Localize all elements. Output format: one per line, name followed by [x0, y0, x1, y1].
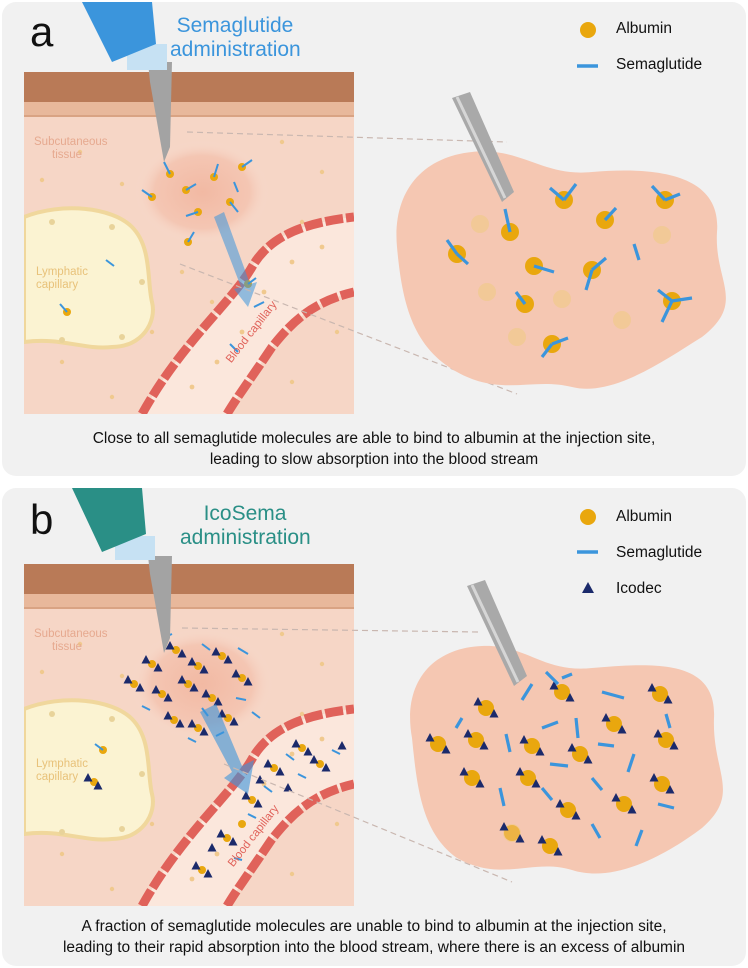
zoomed-needle-b — [467, 580, 527, 686]
zoomed-molecules-a — [445, 183, 693, 358]
zoomed-molecules-b — [425, 670, 679, 856]
panel-letter-b: b — [30, 496, 54, 543]
lymphatic-label-a-line2: capillary — [36, 279, 79, 291]
molecules-depot-a — [141, 159, 253, 246]
panel-a: a Semaglutide administration Albumin Sem… — [2, 2, 746, 476]
lymphatic-capillary — [24, 206, 155, 350]
zoomed-depot-b — [410, 645, 723, 874]
panel-letter-a: a — [30, 8, 54, 55]
skin-layer — [24, 72, 354, 102]
injection-depot — [134, 140, 270, 244]
lymphatic-label-b-line1: Lymphatic — [36, 758, 88, 770]
caption-a-line1: Close to all semaglutide molecules are a… — [92, 430, 656, 447]
subcutaneous-label-a-line1: Subcutaneous — [34, 136, 108, 148]
molecules-depot-b — [123, 633, 261, 743]
absorption-arrow — [214, 212, 257, 307]
legend-label: Albumin — [616, 20, 672, 37]
icodec-triangle-icon — [582, 582, 594, 593]
fat-cells — [29, 139, 345, 400]
admin-label-b: IcoSema administration — [180, 502, 311, 550]
skin-layer — [24, 564, 354, 594]
subcutaneous-label-b-line1: Subcutaneous — [34, 628, 108, 640]
dermis-layer — [24, 594, 354, 608]
legend-label: Icodec — [616, 580, 662, 597]
subcutaneous-label-a: Subcutaneous tissue — [34, 136, 108, 162]
legend-label: Albumin — [616, 508, 672, 525]
legend-label: Semaglutide — [616, 56, 703, 73]
admin-label-a-line1: Semaglutide — [176, 14, 294, 37]
legend-label: Semaglutide — [616, 544, 703, 561]
subcutaneous-label-b-line2: tissue — [52, 641, 83, 653]
caption-b-line2: leading to their rapid absorption into t… — [62, 939, 686, 956]
caption-b: A fraction of semaglutide molecules are … — [2, 916, 746, 958]
lymphatic-label-b-line2: capillary — [36, 771, 79, 783]
caption-a: Close to all semaglutide molecules are a… — [2, 428, 746, 470]
injection-needle — [82, 2, 172, 162]
caption-b-line1: A fraction of semaglutide molecules are … — [81, 918, 667, 935]
zoomed-depot-a — [396, 151, 726, 389]
molecules-blood-b — [191, 739, 347, 878]
albumin-dot-icon — [580, 509, 596, 525]
admin-label-a: Semaglutide administration — [170, 14, 301, 62]
albumin-dot-icon — [580, 22, 596, 38]
zoom-lines — [181, 627, 513, 883]
panel-b: b IcoSema administration Albumin Semaglu… — [2, 488, 746, 966]
injection-depot — [130, 628, 274, 740]
lymphatic-label-a: Lymphatic capillary — [36, 266, 88, 292]
subcutaneous-label-b: Subcutaneous tissue — [34, 628, 108, 654]
admin-label-a-line2: administration — [170, 38, 301, 61]
dermis-layer — [24, 102, 354, 116]
panel-b-illustration — [24, 488, 723, 906]
lymphatic-label-a-line1: Lymphatic — [36, 266, 88, 278]
blood-capillary — [138, 212, 354, 414]
lymphatic-label-b: Lymphatic capillary — [36, 758, 88, 784]
molecules-lymph-a — [59, 259, 115, 316]
panel-a-illustration — [24, 2, 726, 414]
caption-a-line2: leading to slow absorption into the bloo… — [209, 451, 539, 468]
lymphatic-capillary — [24, 698, 155, 842]
admin-label-b-line2: administration — [180, 526, 311, 549]
molecules-lymph-b — [83, 743, 107, 790]
admin-label-b-line1: IcoSema — [203, 502, 287, 525]
subcutaneous-label-a-line2: tissue — [52, 149, 83, 161]
absorption-arrow — [200, 704, 254, 794]
zoomed-needle-a — [452, 92, 514, 202]
fat-cells — [29, 631, 345, 892]
injection-needle — [72, 488, 172, 653]
